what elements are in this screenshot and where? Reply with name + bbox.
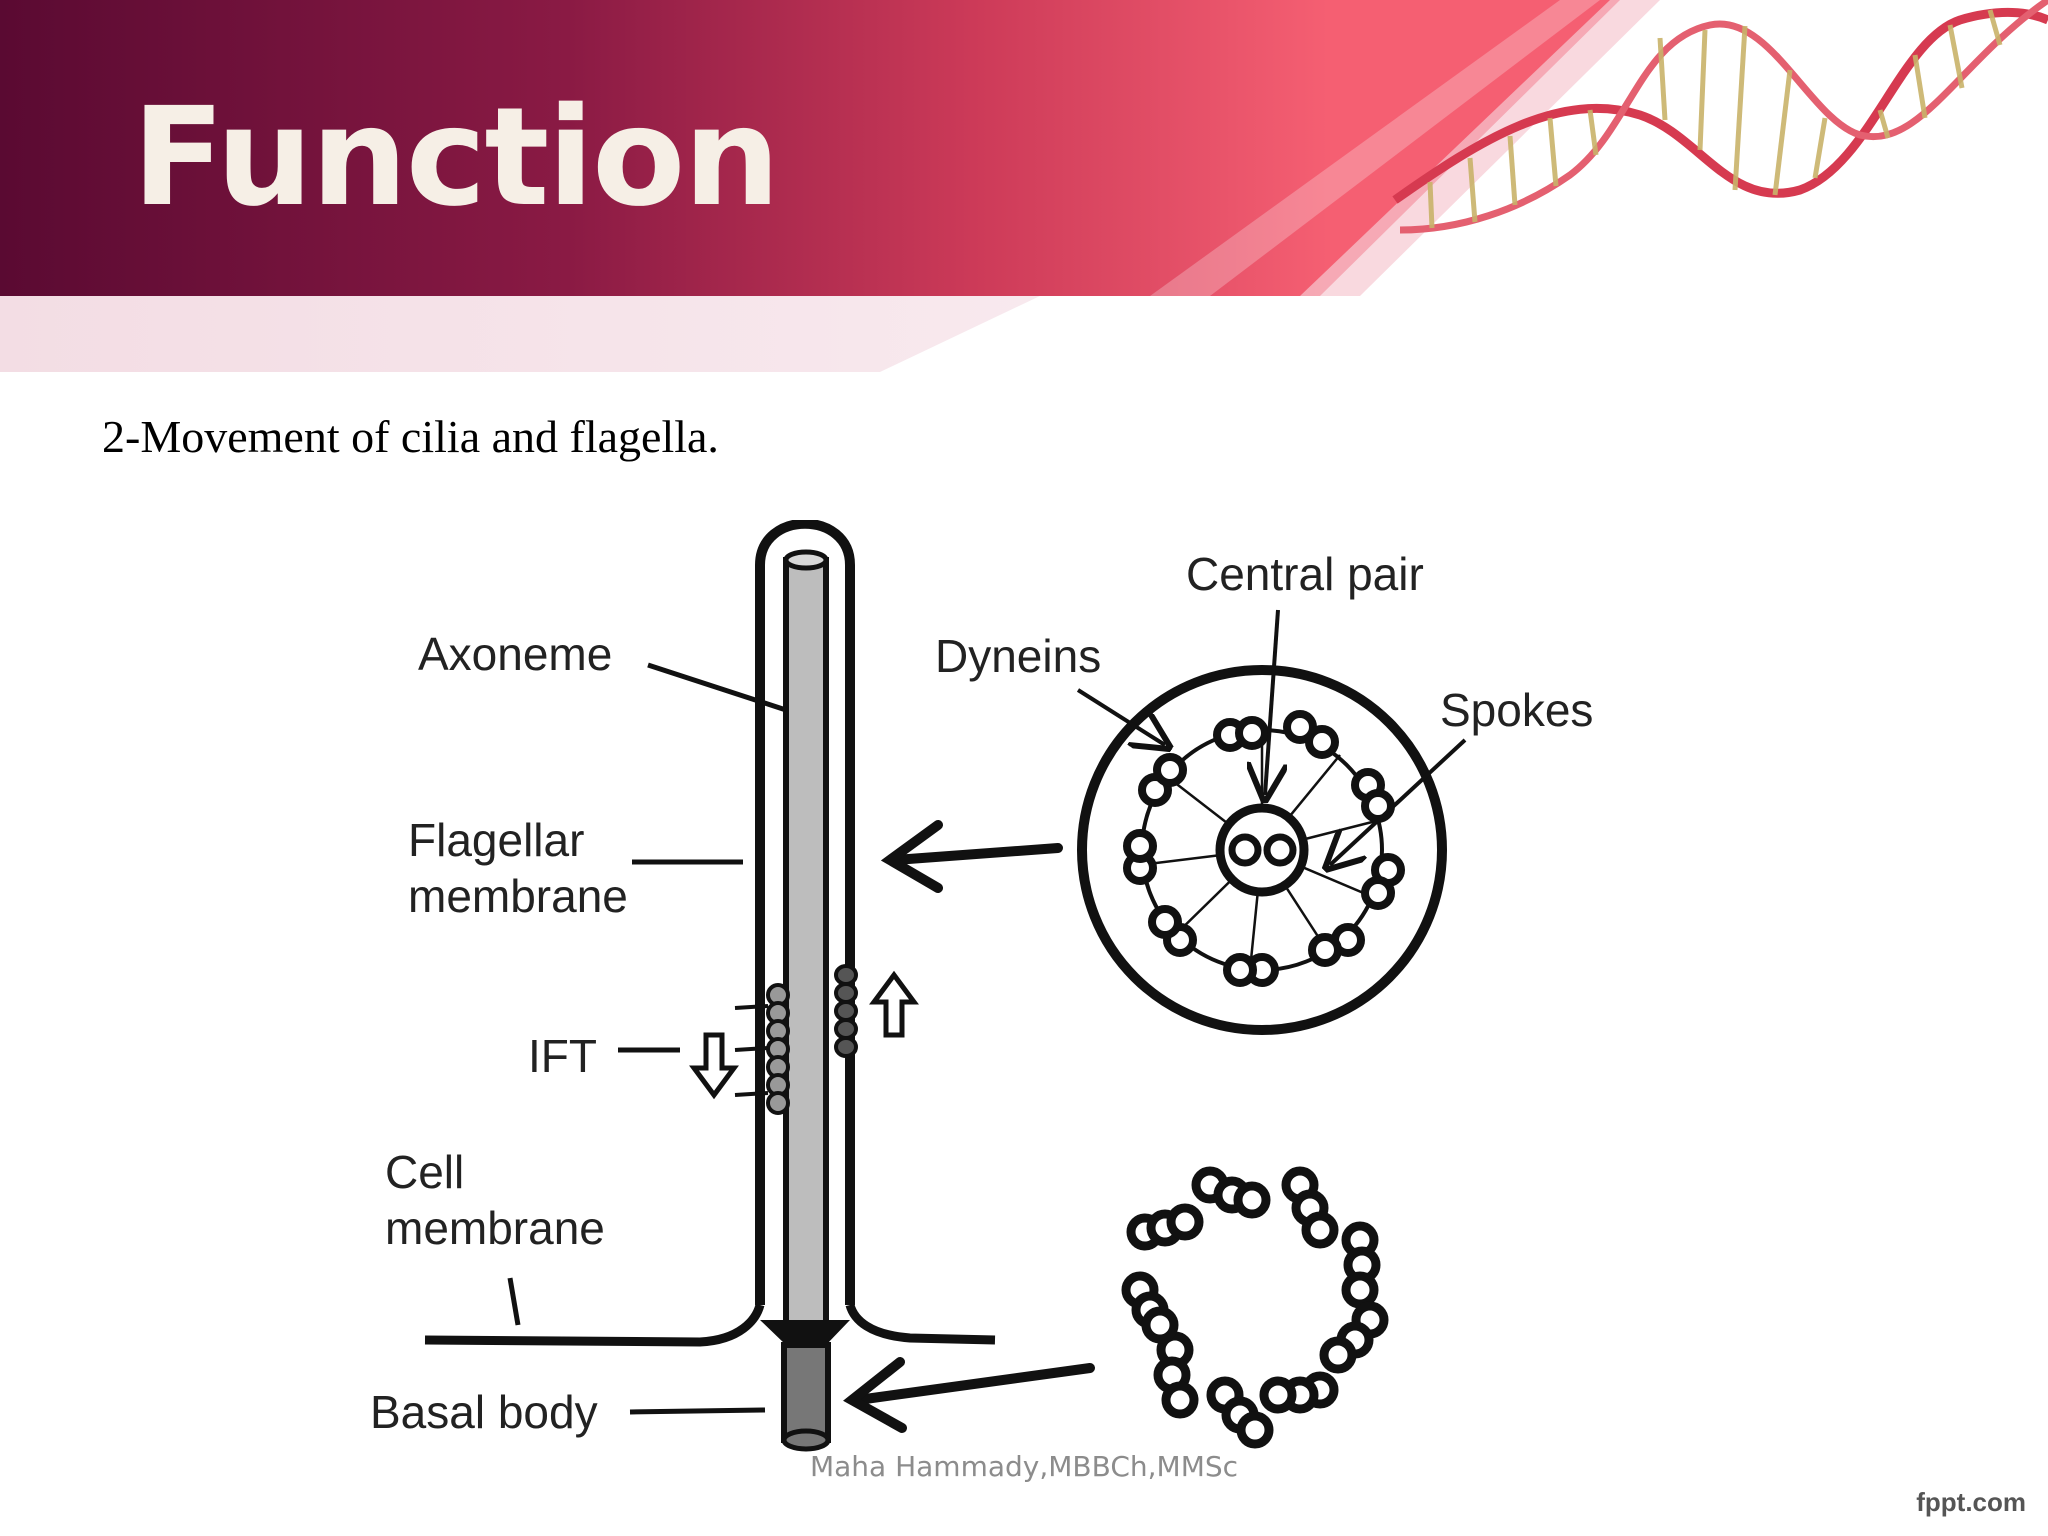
basal-body-pointer bbox=[629, 1407, 766, 1415]
ift-down-arrow-icon bbox=[689, 1032, 739, 1100]
basal-body-cross-section bbox=[1121, 1166, 1389, 1449]
spokes-pointer bbox=[1330, 738, 1467, 865]
spokes-label: Spokes bbox=[1440, 684, 1593, 736]
cell-membrane-label-line1: Cell bbox=[385, 1146, 464, 1198]
cell-membrane-pointer bbox=[507, 1277, 521, 1326]
axoneme-rod bbox=[783, 557, 829, 1343]
basal-body-rod bbox=[781, 1342, 831, 1443]
axoneme-label: Axoneme bbox=[418, 628, 612, 680]
central-pair-pointer bbox=[1265, 609, 1278, 795]
cross-section-arrow-icon bbox=[880, 820, 1063, 893]
slide-title: Function bbox=[132, 79, 780, 237]
ift-particles-right bbox=[834, 964, 858, 1058]
cell-membrane-label-line2: membrane bbox=[385, 1202, 605, 1254]
central-pair-label: Central pair bbox=[1186, 548, 1424, 600]
cell-membrane-line bbox=[424, 1303, 996, 1347]
ift-up-arrow-icon bbox=[869, 970, 919, 1038]
axoneme-pointer bbox=[647, 662, 787, 713]
basal-section-arrow-icon bbox=[843, 1357, 1095, 1433]
flagellar-membrane-label-line1: Flagellar bbox=[408, 814, 584, 866]
flagellar-membrane-outline bbox=[755, 520, 855, 1305]
dna-helix-icon bbox=[1392, 0, 2048, 234]
header-banner bbox=[0, 0, 2048, 380]
ift-label: IFT bbox=[528, 1030, 597, 1082]
brand-watermark: fppt.com bbox=[1916, 1487, 2026, 1517]
ift-particles-left bbox=[766, 983, 790, 1115]
slide-subtitle: 2-Movement of cilia and flagella. bbox=[102, 411, 719, 462]
axoneme-cross-section bbox=[1077, 665, 1447, 1035]
dyneins-label: Dyneins bbox=[935, 630, 1101, 682]
footer-author: Maha Hammady,MBBCh,MMSc bbox=[809, 1450, 1239, 1483]
basal-body-label: Basal body bbox=[370, 1386, 598, 1438]
dyneins-pointer bbox=[1076, 688, 1165, 745]
cilium-diagram: Axoneme Flagellar membrane IFT Cell memb… bbox=[370, 520, 1593, 1452]
basal-body-wedge bbox=[760, 1320, 850, 1345]
flagellar-membrane-label-line2: membrane bbox=[408, 870, 628, 922]
